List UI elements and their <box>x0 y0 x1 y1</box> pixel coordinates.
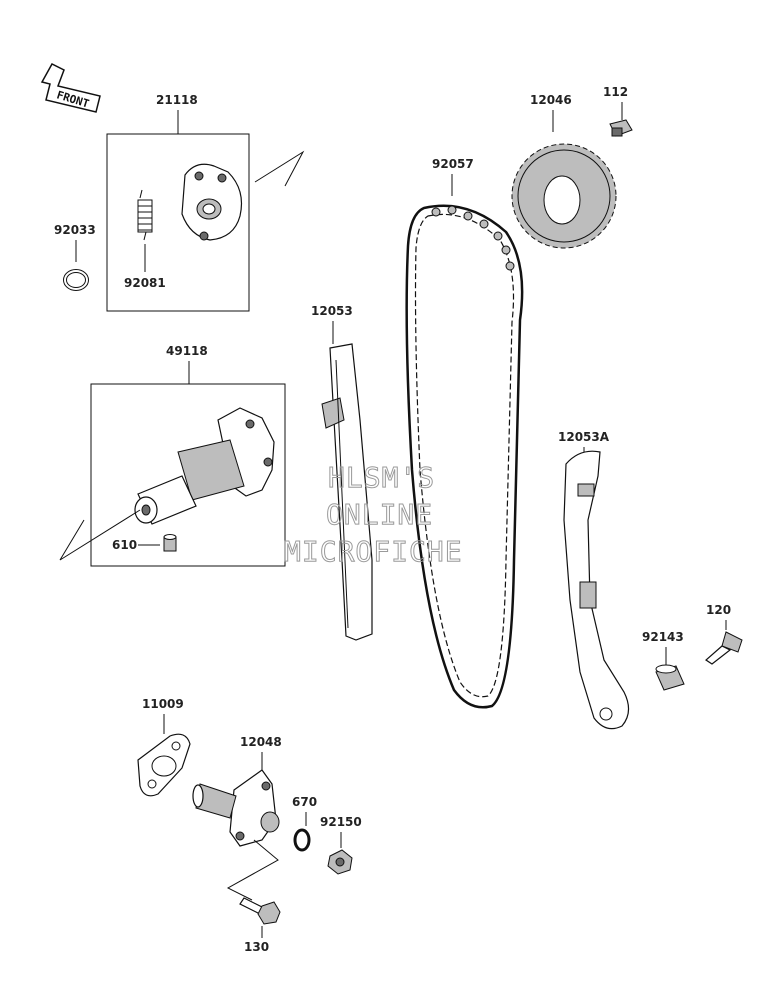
part-label-130[interactable]: 130 <box>244 940 269 954</box>
group-box-49118 <box>90 383 286 567</box>
part-label-670[interactable]: 670 <box>292 795 317 809</box>
watermark-line-2: ONLINE <box>326 498 433 531</box>
part-label-12053A[interactable]: 12053A <box>558 430 610 444</box>
tensioner-guide-part[interactable] <box>563 450 630 730</box>
cam-holder-part[interactable] <box>181 163 243 241</box>
part-label-92150[interactable]: 92150 <box>320 815 362 829</box>
watermark-line-1: HLSM'S <box>328 461 435 494</box>
watermark: HLSM'S ONLINE MICROFICHE <box>284 461 463 569</box>
front-label: FRONT <box>55 88 91 110</box>
cam-sprocket-part[interactable] <box>511 143 617 249</box>
cam-chain-part[interactable] <box>405 204 524 709</box>
part-label-92081[interactable]: 92081 <box>124 276 166 290</box>
o-ring-part[interactable] <box>293 828 311 852</box>
tensioner-part[interactable] <box>192 769 280 847</box>
part-label-12053[interactable]: 12053 <box>311 304 353 318</box>
part-label-92057[interactable]: 92057 <box>432 157 474 171</box>
bolt-120-part[interactable] <box>705 631 743 665</box>
part-label-610[interactable]: 610 <box>112 538 137 552</box>
camshaft-part[interactable] <box>134 407 275 525</box>
part-label-49118[interactable]: 49118 <box>166 344 208 358</box>
part-label-21118[interactable]: 21118 <box>156 93 198 107</box>
chain-guide-part[interactable] <box>321 343 373 641</box>
spring-part[interactable] <box>137 189 153 241</box>
part-label-12048[interactable]: 12048 <box>240 735 282 749</box>
bolt-92150-part[interactable] <box>327 849 353 875</box>
watermark-line-3: MICROFICHE <box>284 535 463 568</box>
dowel-pin-part[interactable] <box>163 534 177 552</box>
part-label-92033[interactable]: 92033 <box>54 223 96 237</box>
bolt-130-part[interactable] <box>239 897 281 925</box>
group-box-21118 <box>106 133 250 312</box>
part-label-12046[interactable]: 12046 <box>530 93 572 107</box>
front-arrow-icon: FRONT <box>40 63 101 113</box>
part-label-120[interactable]: 120 <box>706 603 731 617</box>
circlip-part[interactable] <box>63 269 89 291</box>
gasket-part[interactable] <box>137 733 191 797</box>
collar-part[interactable] <box>655 664 685 691</box>
part-label-11009[interactable]: 11009 <box>142 697 184 711</box>
bolt-112-part[interactable] <box>609 119 633 137</box>
part-label-112[interactable]: 112 <box>603 85 628 99</box>
part-label-92143[interactable]: 92143 <box>642 630 684 644</box>
